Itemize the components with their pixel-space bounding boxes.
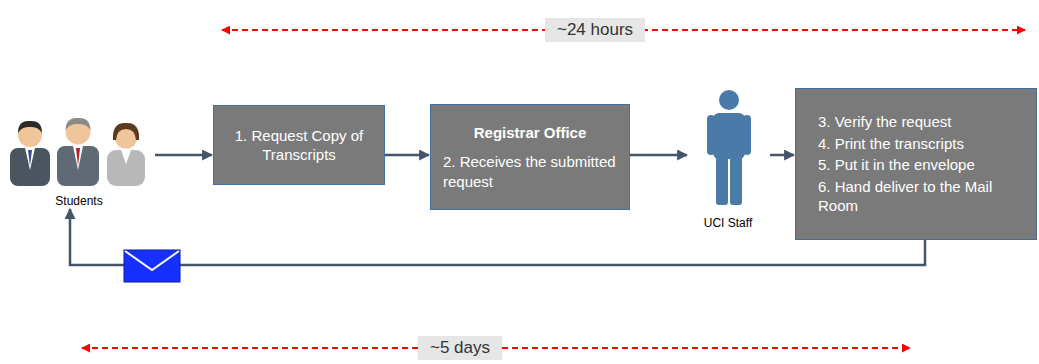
box-text: 2. Receives the submitted request	[443, 152, 617, 191]
step-item: 3. Verify the request	[808, 112, 1024, 132]
students-icon	[10, 118, 145, 186]
flow-arrow	[155, 154, 212, 157]
duration-label: ~24 hours	[545, 18, 645, 42]
envelope-icon	[124, 250, 180, 282]
flow-arrow	[630, 154, 687, 157]
duration-label: ~5 days	[418, 336, 502, 360]
students-figure: Students	[5, 118, 155, 208]
flow-arrow	[770, 154, 794, 157]
step-item: 6. Hand deliver to the Mail Room	[808, 177, 1024, 216]
figure-label: Students	[55, 194, 104, 208]
box-text: 1. Request Copy of Transcripts	[226, 126, 372, 165]
process-box: Registrar Office 2. Receives the submitte…	[430, 104, 630, 210]
step-item: 4. Print the transcripts	[808, 134, 1024, 154]
flow-arrow	[385, 154, 429, 157]
box-heading: Registrar Office	[443, 123, 617, 143]
staff-figure: UCI Staff	[688, 86, 770, 230]
process-box: 3. Verify the request4. Print the transc…	[795, 88, 1037, 240]
process-box: 1. Request Copy of Transcripts	[213, 105, 385, 185]
figure-label: UCI Staff	[704, 216, 754, 230]
staff-icon	[707, 90, 751, 205]
step-item: 5. Put it in the envelope	[808, 155, 1024, 175]
